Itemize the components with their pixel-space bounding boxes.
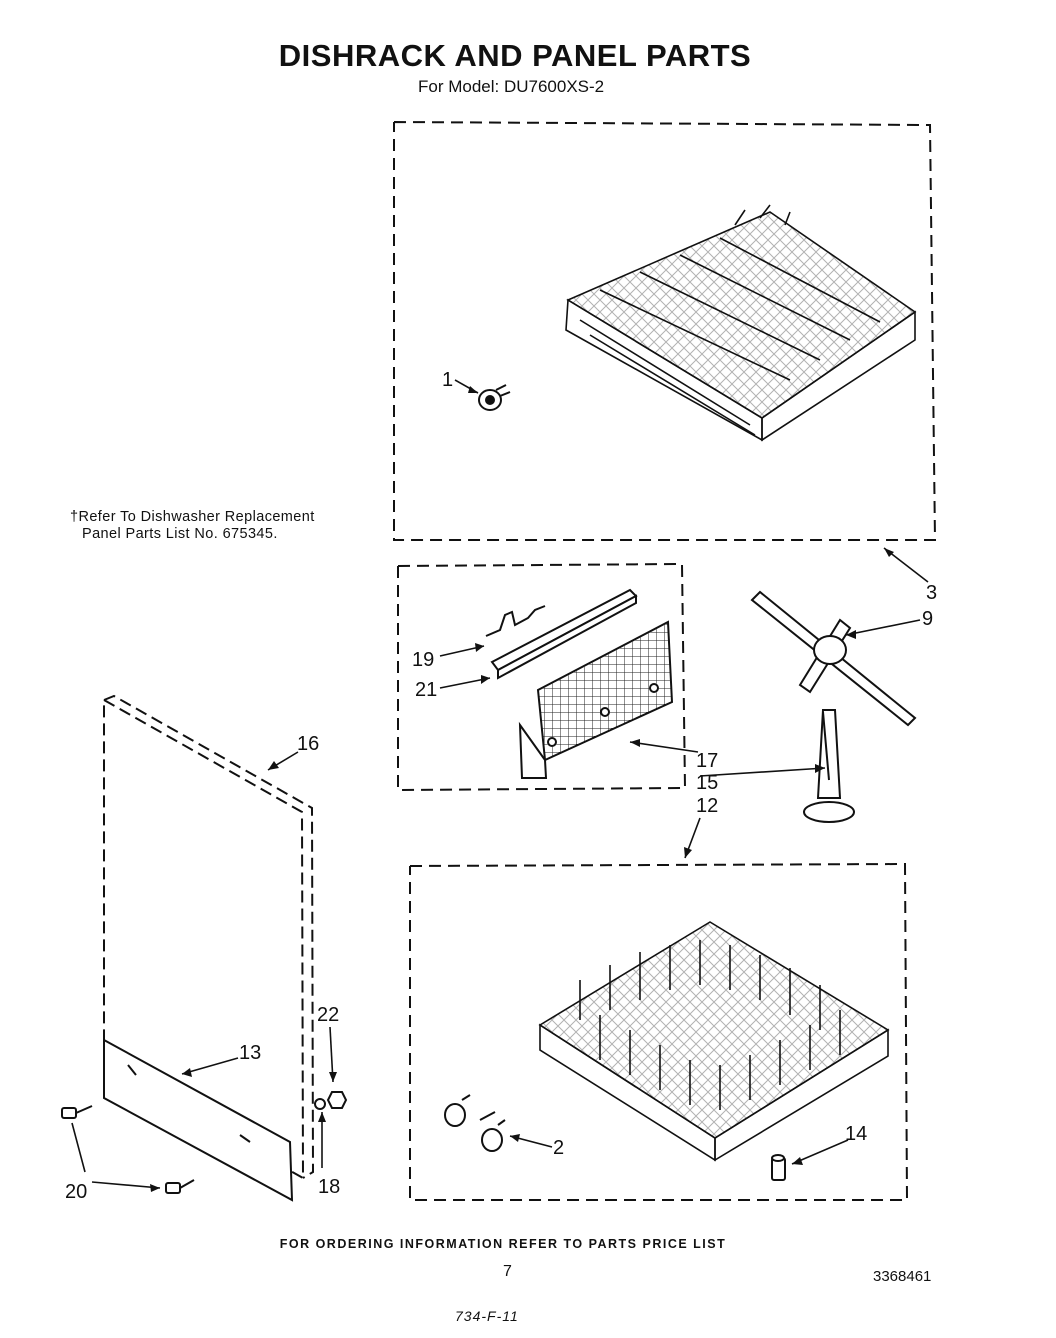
leader-arrowheads: [150, 386, 894, 1192]
note-line-2: Panel Parts List No. 675345.: [82, 526, 278, 542]
callout-12: 12: [696, 795, 718, 817]
lower-rack-group-box: [409, 862, 909, 1201]
document-number: 3368461: [873, 1268, 932, 1285]
callout-17: 17: [696, 750, 718, 772]
callout-labels: 1 2 3 9 12 13 14 15 16 17 18 19 20 21 22: [65, 369, 937, 1203]
ordering-info: FOR ORDERING INFORMATION REFER TO PARTS …: [279, 1237, 727, 1251]
page-number: 7: [503, 1263, 512, 1280]
callout-3: 3: [926, 582, 937, 604]
model-subtitle: For Model: DU7600XS-2: [418, 77, 605, 96]
callout-14: 14: [845, 1123, 867, 1145]
nut-washer-parts: [314, 1091, 348, 1110]
spray-stem-part: [803, 709, 855, 823]
callout-22: 22: [317, 1004, 339, 1026]
cap-part: [771, 1154, 786, 1181]
callout-1: 1: [442, 369, 453, 391]
note-line-1: †Refer To Dishwasher Replacement: [70, 509, 315, 525]
upper-rack-group-box: [393, 121, 937, 541]
trim-strip-part: [103, 1038, 294, 1202]
replacement-panel-note: †Refer To Dishwasher Replacement Panel P…: [70, 509, 315, 543]
callout-18: 18: [318, 1176, 340, 1198]
lower-dishrack: [538, 921, 890, 1162]
callout-21: 21: [415, 679, 437, 701]
callout-19: 19: [412, 649, 434, 671]
upper-dishrack: [565, 204, 917, 442]
callout-20: 20: [65, 1181, 87, 1203]
rack-wheel-part: [478, 384, 511, 411]
callout-13: 13: [239, 1042, 261, 1064]
handwritten-mark: 734-F-11: [455, 1308, 519, 1324]
bar-part: [490, 588, 638, 680]
screw-parts: [61, 1105, 195, 1194]
callout-15: 15: [696, 772, 718, 794]
page-title: DISHRACK AND PANEL PARTS: [278, 38, 752, 73]
lower-rack-wheels-part: [444, 1094, 506, 1152]
callout-2: 2: [553, 1137, 564, 1159]
spray-arm-part: [750, 590, 917, 727]
callout-9: 9: [922, 608, 933, 630]
filter-screen-part: [518, 620, 674, 779]
door-panel-part: [103, 694, 315, 1180]
clip-part: [485, 605, 546, 637]
callout-16: 16: [297, 733, 319, 755]
